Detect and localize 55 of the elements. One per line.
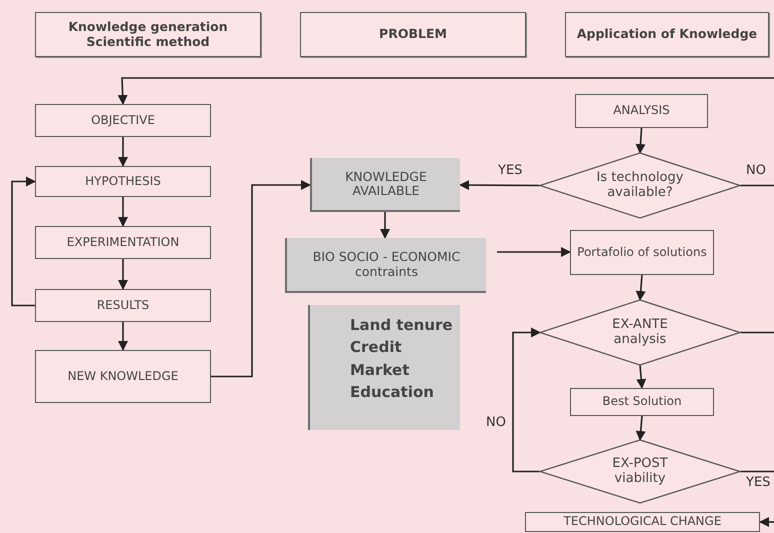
connector-line [740,184,774,186]
list-item: Market [350,362,410,379]
shaded-list-box [308,305,460,430]
arrow [118,322,128,351]
arrow [11,176,36,306]
node-text: EX-ANTE analysis [611,318,669,348]
node-text: BIO SOCIO - ECONOMIC contraints [312,250,462,279]
header-box [300,12,526,57]
process-box [35,166,211,197]
node-text: EX-POST viability [611,456,669,486]
arrow [118,77,774,105]
connector-line [740,332,774,334]
arrow [118,137,128,167]
arrow [636,274,646,301]
node-text: Is technology available? [596,170,684,200]
process-box [570,388,714,416]
process-box [35,350,211,403]
arrow [118,259,128,290]
arrow [759,517,774,527]
arrow [636,364,646,389]
arrow [118,197,128,227]
node-text: KNOWLEDGE AVAILABLE [344,170,428,198]
node-text: HYPOTHESIS [85,174,161,188]
node-text: Application of Knowledge [576,27,758,42]
process-box [35,226,211,259]
list-item: Credit [350,339,402,356]
process-box [570,230,714,275]
connector-line [740,470,774,472]
node-text: Knowledge generation Scientific method [67,20,229,49]
arrow [459,180,540,190]
node-text: Portafolio of solutions [577,246,707,260]
arrow [512,328,541,472]
node-text: Best Solution [602,395,682,409]
process-box [525,512,760,532]
arrow [211,180,311,378]
node-text: NEW KNOWLEDGE [68,370,178,384]
node-text: PROBLEM [379,27,447,42]
header-box [565,12,769,57]
node-text: RESULTS [96,298,150,312]
arrow [380,212,390,239]
arrow [497,247,571,257]
node-text: OBJECTIVE [91,114,155,128]
shaded-box [285,238,486,293]
header-box [35,12,261,57]
node-text: ANALYSIS [613,104,670,118]
process-box [575,94,708,128]
list-item: Land tenure [350,317,453,334]
node-text: EXPERIMENTATION [66,236,180,250]
process-box [35,104,211,137]
list-item: Education [350,384,434,401]
shaded-box [310,158,460,212]
arrow [636,416,646,441]
process-box [35,289,211,322]
node-text: TECHNOLOGICAL CHANGE [564,515,722,529]
arrow [636,128,646,154]
